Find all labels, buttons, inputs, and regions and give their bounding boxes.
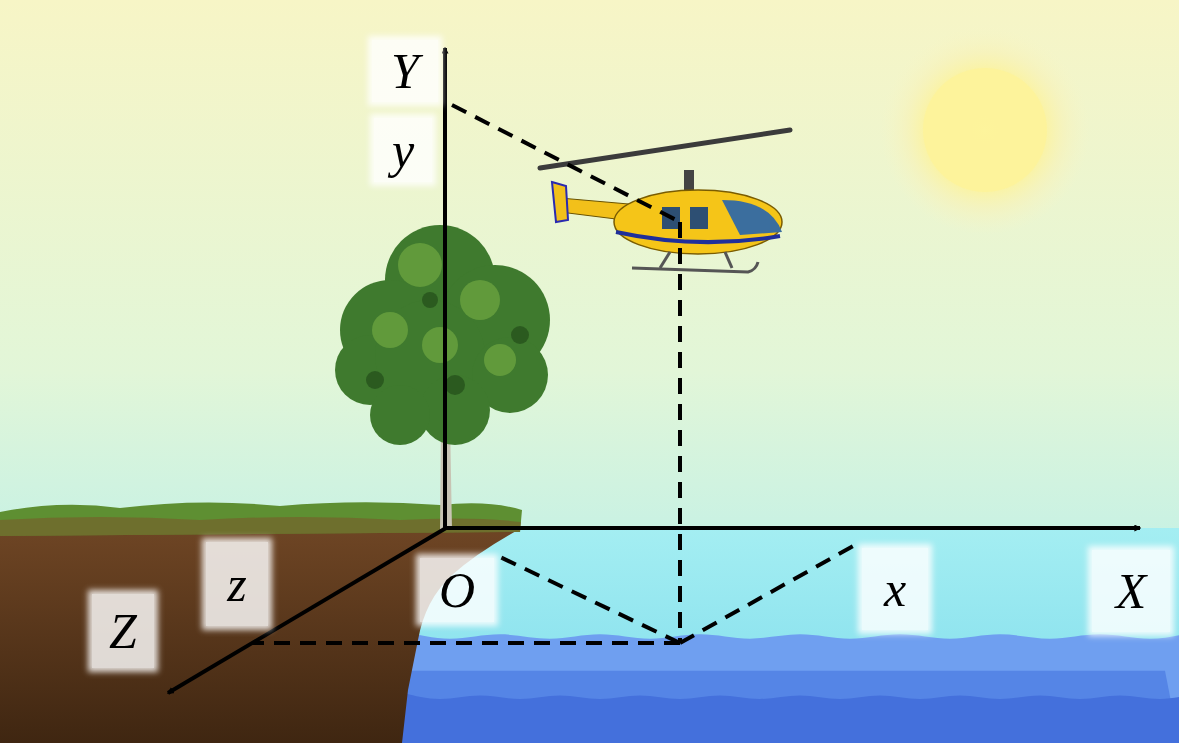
helicopter	[540, 130, 790, 272]
axis-label: Z	[92, 594, 154, 668]
sun	[923, 68, 1047, 192]
axis-label: x	[862, 548, 928, 630]
axis-label: X	[1092, 550, 1170, 632]
axis-label: O	[420, 558, 494, 622]
wave	[400, 692, 1179, 743]
x-axis	[443, 526, 1140, 530]
axis-label: Y	[372, 40, 438, 102]
axes	[168, 48, 1140, 693]
axis-label: y	[374, 118, 432, 182]
tree	[335, 225, 550, 530]
wave	[400, 630, 1179, 743]
cliff	[0, 530, 518, 743]
y-axis	[443, 48, 447, 530]
sun-glow	[880, 25, 1090, 235]
waves	[400, 630, 1179, 743]
z-axis	[168, 528, 446, 693]
axis-label: z	[206, 542, 268, 626]
projection-lines	[252, 105, 855, 643]
